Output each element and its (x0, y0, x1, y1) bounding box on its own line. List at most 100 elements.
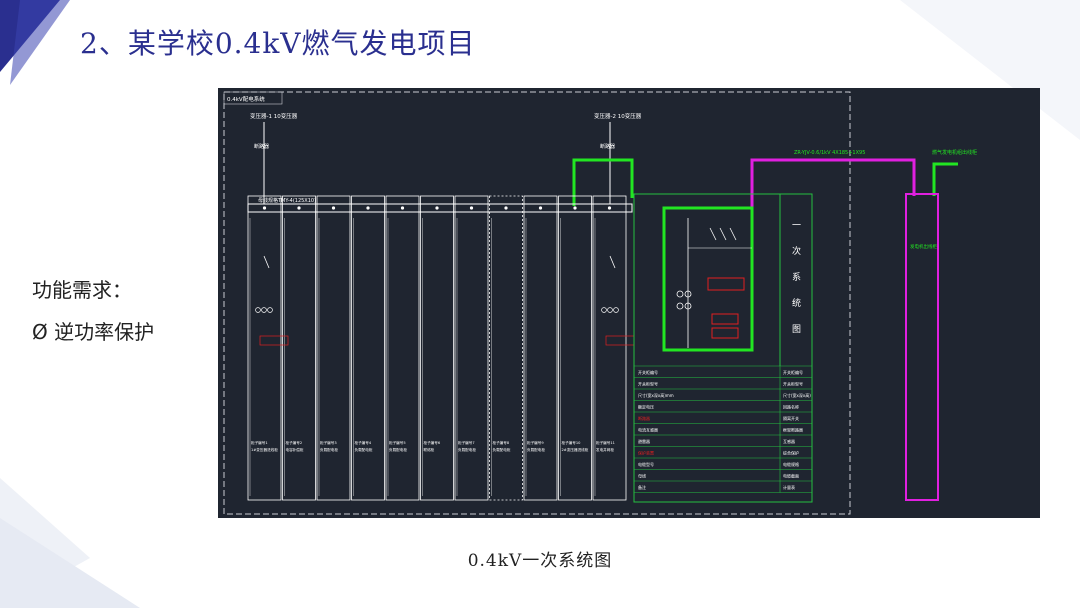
frame-label: 0.4kV配电系统 (227, 95, 265, 103)
ct-symbol-1 (676, 290, 684, 298)
busbar-connection (366, 206, 370, 210)
busbar-connection (504, 206, 508, 210)
switchgear-panel (385, 195, 420, 501)
panel-tag: 柜子编号9 (527, 440, 544, 445)
current-transformer-symbol (607, 307, 613, 313)
panel-name: 负载配电柜 (389, 447, 407, 452)
busbar-label: 母线规格TMY-4(125X10) (258, 197, 316, 204)
table-cell-left: 尺寸(宽x深x高)mm (638, 392, 674, 398)
busbar-connection (573, 206, 577, 210)
panel-tag: 柜子编号7 (458, 440, 475, 445)
panel-name: 负载配电柜 (493, 447, 511, 452)
busbar-connection (469, 206, 474, 210)
panel-name: 2#变压器进线柜 (562, 447, 589, 452)
system-title-char: 统 (792, 297, 801, 309)
table-cell-left: 保护装置 (638, 450, 654, 456)
ct-symbol-3 (676, 302, 684, 310)
diagram-frame (223, 91, 851, 515)
table-cell-left: 电缆型号 (638, 461, 654, 467)
busbar-connection (331, 206, 336, 210)
switch-blade-1 (709, 227, 717, 241)
panel-tag: 柜子编号11 (596, 440, 615, 445)
current-transformer-symbol (261, 307, 267, 313)
panel-name: 1#变压器进线柜 (251, 447, 278, 452)
system-panel-outline (633, 193, 813, 503)
switchgear-panel (247, 195, 282, 501)
breaker-tag-right: 断路器 (600, 143, 615, 150)
transformer-left-label: 变压器-1 10变压器 (250, 112, 298, 120)
system-title-char: 一 (792, 221, 801, 231)
table-cell-left: 开关柜编号 (638, 369, 658, 375)
switchgear-panel (592, 195, 627, 501)
table-cell-left: 断路器 (638, 415, 650, 421)
table-cell-right: 电缆截面 (783, 473, 799, 479)
busbar-connection (400, 206, 405, 210)
busbar-connection (538, 206, 543, 210)
relay-box-1 (707, 277, 745, 291)
generator-feeder-line (572, 158, 610, 206)
panel-tag: 柜子编号2 (286, 440, 303, 445)
panel-tag: 柜子编号4 (355, 440, 372, 445)
panel-tag: 柜子编号10 (562, 440, 582, 445)
remote-green-line (932, 162, 958, 196)
switchgear-panel (351, 195, 385, 501)
busbar-connection (262, 206, 267, 210)
feeder-label: ZR-YJV-0.6/1kV 4X185+1X95 (794, 150, 865, 156)
table-cell-right: 隔离开关 (783, 415, 799, 421)
table-cell-right: 开关柜编号 (783, 369, 803, 375)
busbar-connection (607, 206, 612, 210)
table-cell-left: 母线 (638, 473, 646, 479)
requirement-item: Ø 逆功率保护 (32, 320, 155, 344)
table-cell-left: 避雷器 (638, 438, 650, 444)
panel-name: 电容补偿柜 (286, 447, 304, 452)
slide-title: 2、某学校0.4kV燃气发电项目 (80, 27, 476, 60)
current-transformer-symbol (267, 307, 273, 313)
panel-tag: 柜子编号6 (424, 440, 441, 445)
switch-blade-3 (729, 227, 737, 241)
switch-blade-2 (719, 227, 727, 241)
table-cell-left: 额定电压 (638, 404, 654, 410)
relay-box-3 (711, 327, 739, 339)
panel-tag: 柜子编号1 (251, 440, 268, 445)
table-cell-left: 开关柜型号 (638, 381, 658, 387)
remote-feeder-line (750, 158, 916, 208)
table-cell-right: 尺寸(宽x深x高) (783, 392, 811, 398)
switchgear-panel (420, 195, 454, 501)
protection-relay-mark (605, 335, 635, 346)
switchgear-panel (282, 195, 316, 501)
panel-name: 发电并网柜 (596, 447, 614, 452)
frame-label-box (223, 91, 283, 105)
breaker-tag-left: 断路器 (254, 143, 269, 150)
switchgear-panel (558, 195, 592, 501)
corner-decoration-top-left (0, 0, 70, 85)
ct-symbol-2 (684, 290, 692, 298)
system-title-char: 系 (792, 272, 801, 283)
table-cell-right: 综合保护 (783, 450, 799, 456)
remote-cabinet (905, 193, 939, 501)
panel-name: 联络柜 (424, 447, 435, 452)
protection-relay-mark (259, 335, 289, 346)
breaker-symbol (609, 255, 616, 269)
switchgear-panel (316, 195, 351, 501)
generator-feeder-line-2 (610, 158, 634, 198)
breaker-symbol (263, 255, 270, 269)
system-title-char: 次 (792, 245, 801, 257)
single-line-diagram: 0.4kV配电系统 变压器-1 10变压器 变压器-2 10变压器 断路器 断路… (218, 88, 1040, 518)
busbar-connection (435, 206, 439, 210)
table-cell-left: 备注 (638, 484, 646, 490)
control-box (662, 206, 754, 352)
busbar-connection (297, 206, 301, 210)
diagram-caption: 0.4kV一次系统图 (467, 551, 613, 571)
panel-tag: 柜子编号8 (493, 440, 510, 445)
panel-name: 负载配电柜 (527, 447, 545, 452)
switchgear-panel (489, 195, 523, 501)
remote-label: 燃气发电机组出线柜 (932, 149, 977, 156)
table-cell-right: 计量表 (783, 484, 795, 490)
panel-tag: 柜子编号5 (389, 440, 406, 445)
current-transformer-symbol (255, 307, 261, 313)
table-cell-right: 框架断路器 (783, 427, 803, 433)
switchgear-panel (454, 195, 489, 501)
current-transformer-symbol (601, 307, 607, 313)
current-transformer-symbol (613, 307, 619, 313)
panel-name: 负载配电柜 (458, 447, 476, 452)
